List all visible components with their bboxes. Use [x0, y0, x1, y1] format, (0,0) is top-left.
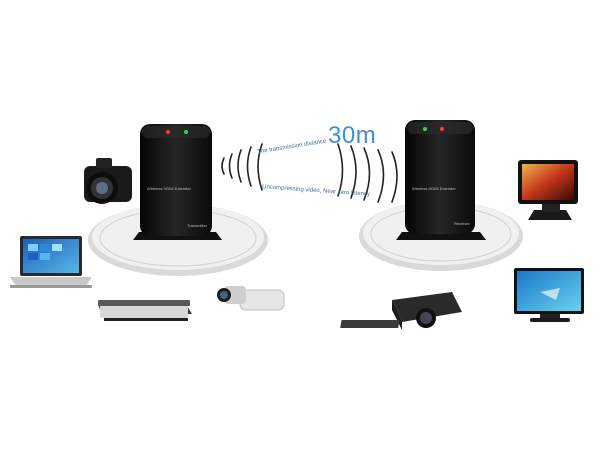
receiver-badge: Receiver [454, 221, 470, 226]
camcorder-icon [217, 286, 285, 311]
receiver-label: Wireless HDMI Extender [412, 186, 456, 191]
media-player-icon [98, 300, 192, 321]
tv-icon [514, 268, 584, 322]
camera-icon [84, 158, 132, 204]
distance-label: 30m [328, 122, 377, 149]
monitor-icon [518, 160, 578, 220]
transmitter-badge: Transmitter [187, 223, 208, 228]
signal-waves [221, 143, 398, 203]
projector-icon [340, 292, 462, 330]
transmitter-device [133, 124, 222, 240]
transmitter-label: Wireless HDMI Extender [147, 186, 191, 191]
laptop-icon [10, 236, 92, 288]
receiver-device [396, 120, 486, 240]
